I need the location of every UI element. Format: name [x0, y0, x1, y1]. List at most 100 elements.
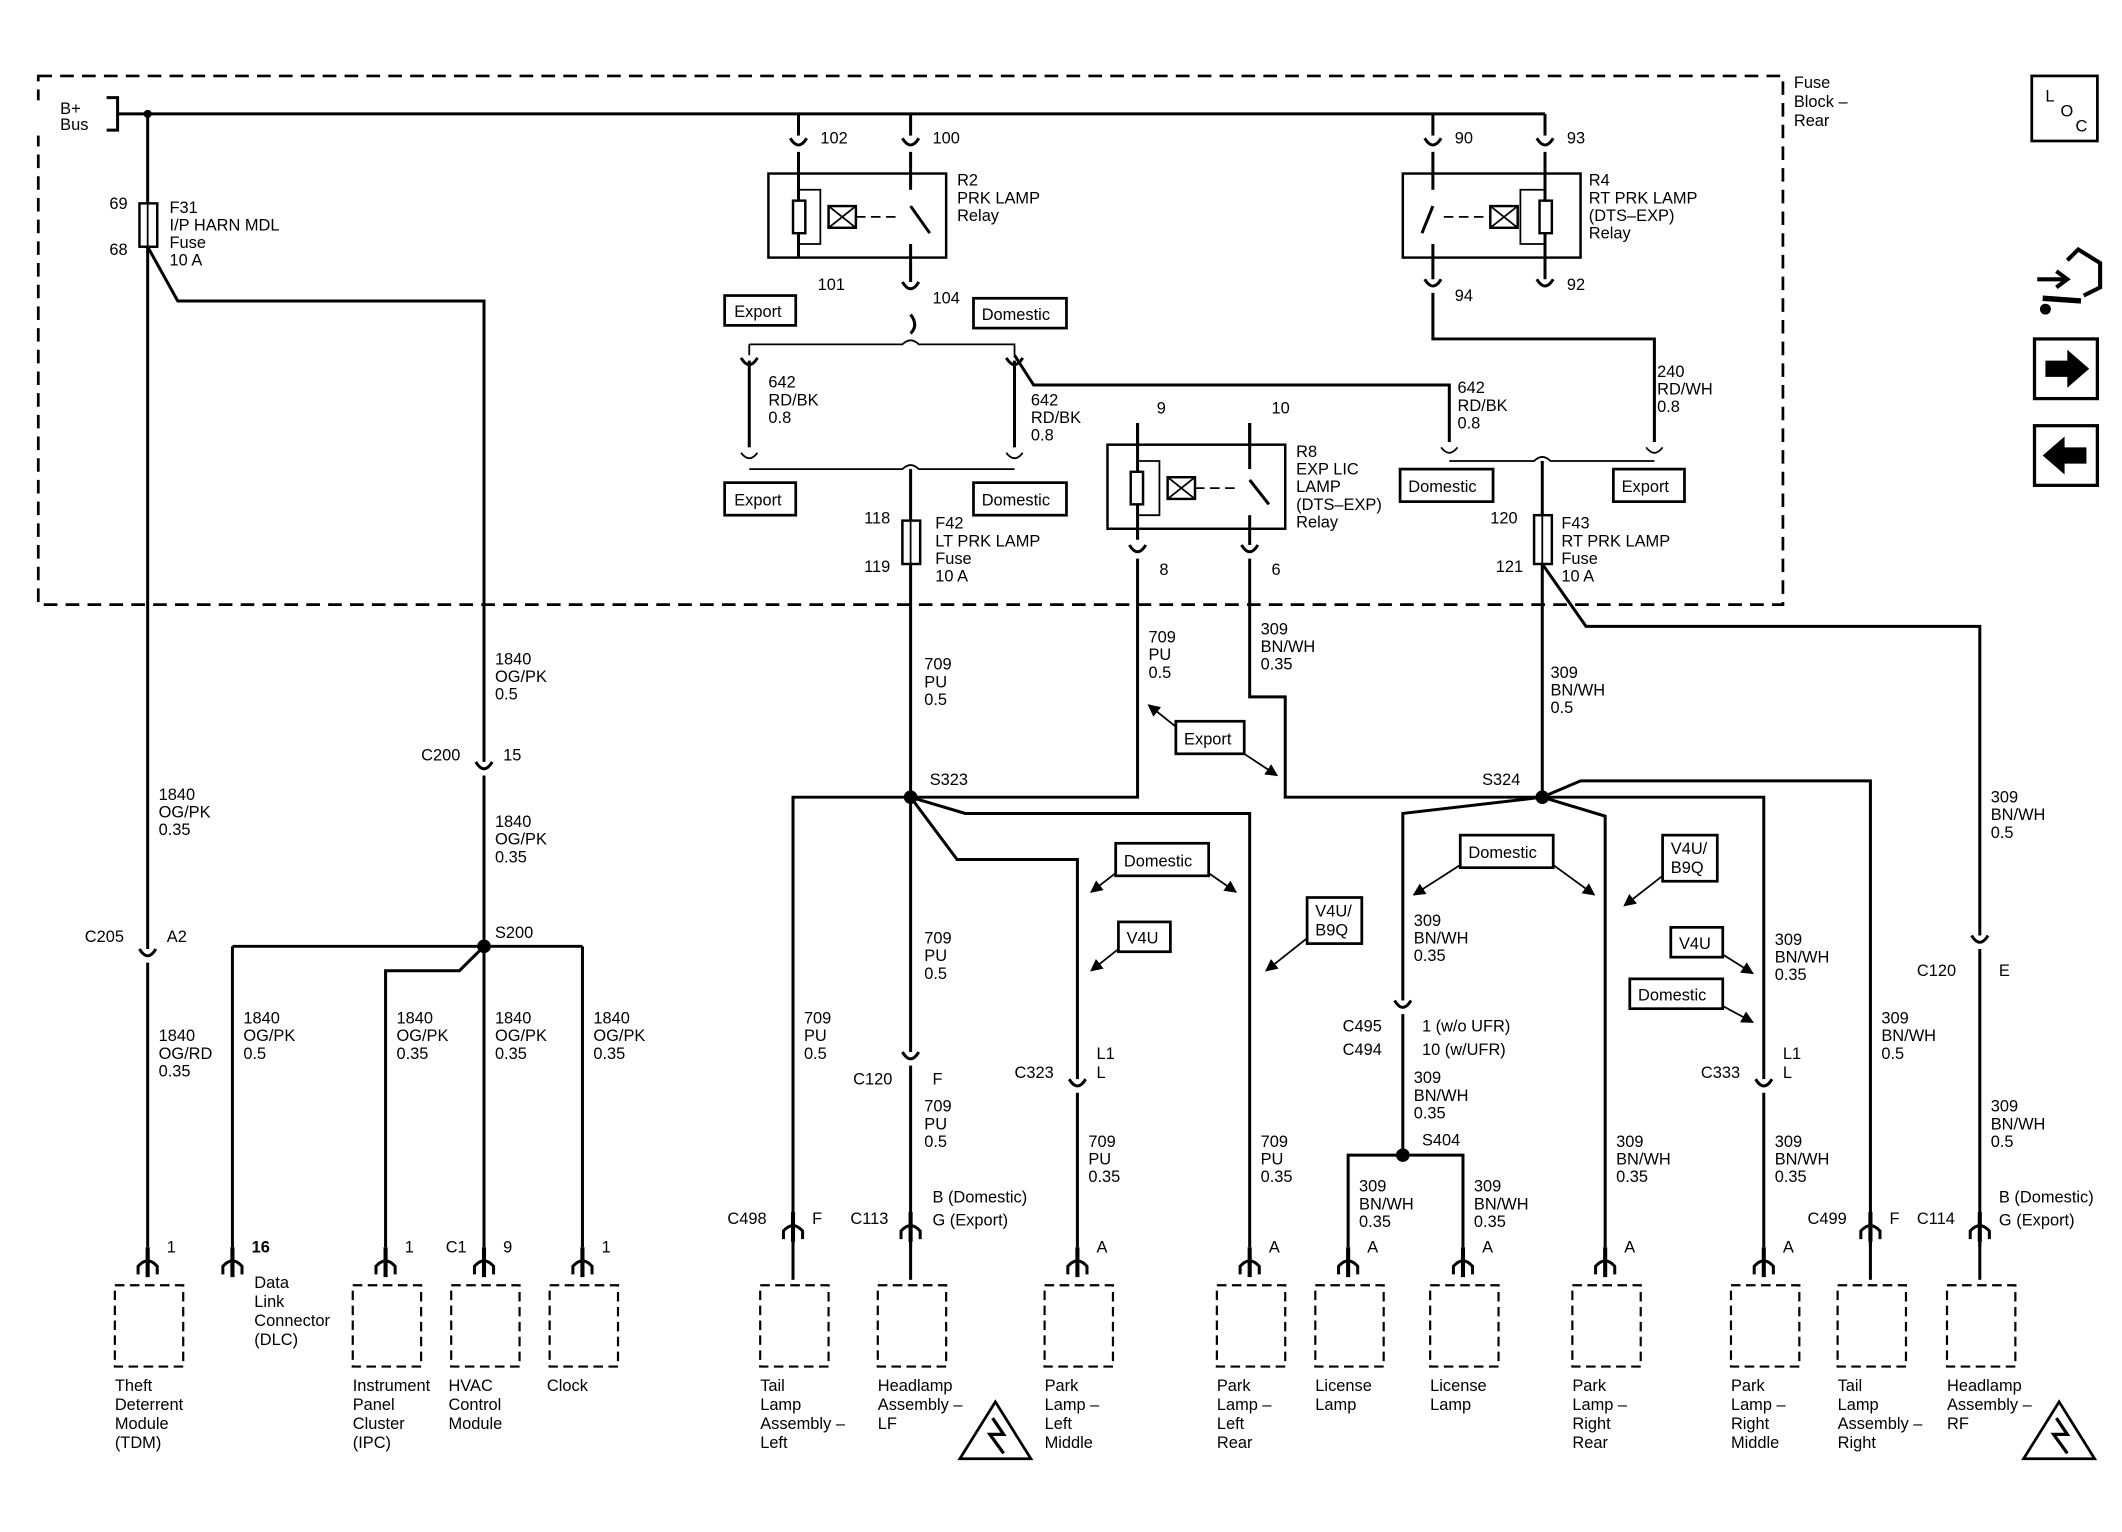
diagram-label: G (Export): [932, 1212, 1008, 1230]
fuse-block-label-3: Rear: [1794, 112, 1830, 130]
domestic-option-r2-top[interactable]: Domestic: [972, 296, 1068, 330]
diagram-label: BN/WH: [1359, 1195, 1414, 1213]
diagram-label: E: [1999, 962, 2010, 980]
export-option-r2-top[interactable]: Export: [723, 294, 798, 327]
diagram-label: R8: [1296, 443, 1317, 461]
back-arrow-icon[interactable]: [2032, 424, 2100, 487]
v4u-option-right[interactable]: V4U: [1669, 925, 1725, 959]
v4u-b9q-option-left[interactable]: V4U/ B9Q: [1305, 896, 1364, 945]
diagram-label: BN/WH: [1991, 806, 2046, 824]
diagram-label: 0.5: [1881, 1045, 1904, 1063]
diagram-label: BN/WH: [1414, 930, 1469, 948]
diagram-label: BN/WH: [1550, 682, 1605, 700]
diagram-label: 101: [818, 276, 845, 294]
domestic-option-right-2[interactable]: Domestic: [1628, 977, 1725, 1011]
esd-warning-icon: [2021, 1399, 2098, 1461]
diagram-label: PRK LAMP: [957, 189, 1040, 207]
export-option-r4[interactable]: Export: [1612, 467, 1686, 503]
diagram-label: L1: [1097, 1045, 1115, 1063]
diagram-label: 309: [1359, 1178, 1386, 1196]
diagram-label: 709: [924, 930, 951, 948]
diagram-label: Right: [1731, 1415, 1770, 1433]
diagram-label: 0.35: [159, 1063, 191, 1081]
bus-label: B+: [60, 100, 81, 118]
component-clock[interactable]: Clock: [547, 1284, 620, 1395]
export-option-r8[interactable]: Export: [1174, 719, 1246, 756]
domestic-option-left[interactable]: Domestic: [1114, 841, 1211, 878]
diagram-label: A: [1367, 1239, 1378, 1257]
diagram-label: 0.5: [1991, 1133, 2014, 1151]
diagram-label: 9: [503, 1239, 512, 1257]
diagram-label: 309: [1474, 1178, 1501, 1196]
f42-fuse: 118 119 F42 LT PRK LAMP Fuse 10 A 709 PU…: [864, 469, 1040, 798]
diagram-label: C: [2076, 118, 2088, 136]
export-option-r2-bottom[interactable]: Export: [723, 481, 798, 517]
loc-icon[interactable]: L O C: [2030, 74, 2099, 143]
diagram-label: Instrument: [353, 1377, 431, 1395]
diagram-label: Left: [1217, 1415, 1245, 1433]
diagram-label: Module: [115, 1415, 169, 1433]
diagram-label: C120: [1917, 962, 1956, 980]
diagram-label: Lamp: [1430, 1396, 1471, 1414]
diagram-label: C113: [850, 1210, 888, 1228]
diagram-label: Fuse: [1561, 550, 1597, 568]
diagram-label: 309: [1414, 1069, 1441, 1087]
diagram-label: 1840: [159, 1027, 195, 1045]
diagram-label: 93: [1567, 130, 1585, 148]
diagram-label: R2: [957, 172, 978, 190]
v4u-b9q-option-right[interactable]: V4U/ B9Q: [1661, 833, 1719, 883]
diagram-label: OG/PK: [397, 1027, 449, 1045]
diagram-label: 0.35: [1414, 1105, 1446, 1123]
diagram-label: 0.5: [924, 691, 947, 709]
diagram-label: 1840: [243, 1010, 279, 1028]
diagram-label: BN/WH: [1261, 638, 1316, 656]
diagram-label: C323: [1015, 1064, 1054, 1082]
diagram-label: OG/PK: [495, 1027, 547, 1045]
domestic-option-r4[interactable]: Domestic: [1398, 467, 1495, 503]
f31-pin-top: 69: [109, 195, 127, 213]
diagram-label: Relay: [1589, 225, 1632, 243]
diagram-label: Export: [1184, 730, 1232, 748]
diagram-label: Export: [734, 492, 782, 510]
diagram-label: Park: [1572, 1377, 1607, 1395]
diagram-label: Headlamp: [1947, 1377, 2022, 1395]
diagram-label: S404: [1422, 1132, 1460, 1150]
esd-warning-icon: [957, 1399, 1034, 1461]
v4u-option-left[interactable]: V4U: [1117, 920, 1172, 954]
diagram-label: 1840: [397, 1010, 433, 1028]
diagram-label: PU: [924, 673, 947, 691]
diagram-label: C114: [1917, 1210, 1955, 1228]
component-locator-icon[interactable]: [2037, 246, 2103, 315]
domestic-option-right[interactable]: Domestic: [1458, 833, 1555, 870]
diagram-label: OG/PK: [495, 668, 547, 686]
diagram-label: O: [2060, 103, 2073, 121]
diagram-label: 1: [405, 1239, 414, 1257]
diagram-label: 309: [1775, 931, 1802, 949]
diagram-label: PU: [1149, 646, 1172, 664]
diagram-label: RD/BK: [1458, 397, 1508, 415]
r2-relay: 102 100 R2 PRK LAMP Relay 101 104: [767, 130, 1040, 335]
diagram-label: S324: [1482, 771, 1520, 789]
diagram-label: 0.35: [495, 1045, 527, 1063]
diagram-label: L: [1097, 1064, 1106, 1082]
diagram-label: LAMP: [1296, 478, 1341, 496]
diagram-label: 309: [1550, 664, 1577, 682]
diagram-label: Link: [254, 1293, 285, 1311]
forward-arrow-icon[interactable]: [2032, 337, 2100, 401]
domestic-option-r2-bottom[interactable]: Domestic: [972, 481, 1068, 517]
diagram-label: LF: [878, 1415, 897, 1433]
